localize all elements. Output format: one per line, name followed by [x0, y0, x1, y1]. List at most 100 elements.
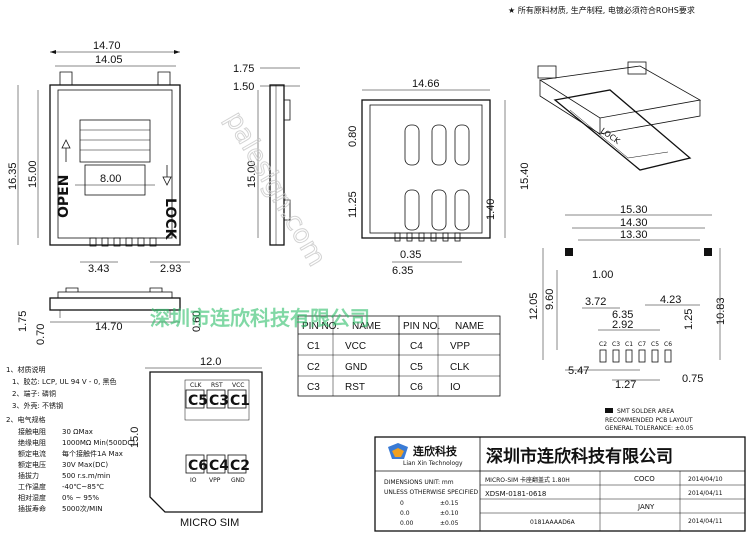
- tolerance-value: ±0.10: [440, 510, 459, 517]
- company-logo: 连欣科技 Lian Xin Technology: [388, 443, 463, 467]
- sim-pad-pin: C4: [209, 458, 229, 474]
- tolerance-key: 0.0: [400, 510, 410, 517]
- pcb-pin-label: C5: [651, 341, 659, 348]
- dim-bottom-w: 14.70: [95, 321, 123, 333]
- dim-pcb-d: 2.92: [612, 319, 633, 331]
- dim-side-t2: 1.50: [233, 81, 254, 93]
- pcb-pin-row: C2 C3 C1 C7 C5 C6: [599, 341, 672, 363]
- spec-value: 30 ΩMax: [62, 428, 93, 436]
- iso-view: LOCK: [537, 61, 702, 171]
- pcb-legend: GENERAL TOLERANCE: ±0.05: [605, 425, 694, 432]
- pin-table-cell: IO: [450, 382, 461, 393]
- dim-back-d: 6.35: [392, 265, 413, 277]
- pcb-pad-tr: [704, 248, 712, 256]
- date: 2014/04/11: [688, 518, 723, 525]
- sim-pad-pin: C5: [188, 393, 208, 409]
- materials-item: 2、端子: 磷铜: [12, 389, 56, 398]
- specs-title: 2、电气规格: [6, 415, 45, 424]
- dim-pcb-w2: 14.30: [620, 217, 648, 229]
- logo-cn: 连欣科技: [413, 444, 458, 458]
- part-number: XDSM-0181-0618: [485, 490, 546, 498]
- dim-pcb-h: 0.75: [682, 373, 703, 385]
- spec-value: 每个接触件1A Max: [62, 449, 123, 458]
- pcb-legend: RECOMMENDED PCB LAYOUT: [605, 417, 693, 424]
- spec-label: 额定电流: [18, 449, 46, 458]
- dim-pcb-b2: 4.23: [660, 294, 681, 306]
- sim-pad-name: RST: [211, 382, 223, 389]
- spec-value: -40℃~85℃: [62, 483, 104, 491]
- dim-back-h: 15.40: [519, 162, 531, 190]
- sim-pad-name: IO: [190, 477, 197, 484]
- pcb-pad: [625, 349, 633, 363]
- spec-value: 30V Max(DC): [62, 461, 108, 469]
- pin-table-header: PIN NO.: [302, 321, 339, 332]
- spec-label: 接触电阻: [18, 427, 46, 436]
- dim-front-center: 8.00: [100, 173, 121, 185]
- dim-side-h2: 11.25: [347, 191, 359, 218]
- sim-pad-pin: C6: [188, 458, 208, 474]
- sim-contact-pad: [227, 389, 247, 409]
- sim-pad-name: VCC: [232, 382, 244, 389]
- pin-table-cell: C4: [410, 341, 423, 352]
- spec-value: 5000次/MIN: [62, 504, 103, 513]
- spec-label: 绝缘电阻: [18, 438, 46, 447]
- dim-pcb-w3: 13.30: [620, 229, 648, 241]
- materials-title: 1、材质说明: [6, 365, 45, 374]
- pcb-pin-label: C3: [612, 341, 620, 348]
- lock-label: LOCK: [162, 198, 178, 241]
- pin-table-cell: C3: [307, 382, 320, 393]
- back-view: 14.66 15.40 0.80 11.25 1.40 0.35 6.35: [347, 78, 531, 277]
- spec-value: 500 r.s.m/min: [62, 472, 110, 480]
- checked-by: JANY: [637, 503, 655, 511]
- dim-side-t1: 1.75: [233, 63, 254, 75]
- sim-contact-pad: [227, 454, 247, 474]
- sim-height: 15.0: [129, 427, 141, 448]
- spec-label: 插拔寿命: [18, 504, 46, 513]
- sim-pad-pin: C3: [209, 393, 229, 409]
- pin-table-cell: C1: [307, 341, 320, 352]
- materials-item: 3、外壳: 不锈钢: [12, 401, 63, 410]
- pcb-pad: [612, 349, 620, 363]
- dim-back-a: 0.80: [347, 126, 359, 147]
- tolerance-key: 0.00: [400, 520, 414, 527]
- sim-pad-name: GND: [231, 477, 245, 484]
- material-spec-notes: 1、材质说明 1、胶芯: LCP, UL 94 V - 0, 黑色 2、端子: …: [6, 365, 135, 513]
- sim-label: MICRO SIM: [180, 517, 239, 529]
- dim-pcb-a2: 3.72: [585, 296, 606, 308]
- tolerance-title: UNLESS OTHERWISE SPECIFIED: [384, 489, 479, 496]
- pcb-pad: [599, 349, 607, 363]
- pin-table-cell: CLK: [450, 362, 470, 373]
- sim-width: 12.0: [200, 356, 221, 368]
- sim-pad-name: CLK: [190, 382, 203, 389]
- spec-label: 相对湿度: [18, 493, 46, 502]
- side-view: 1.75 1.50 15.00: [233, 63, 300, 246]
- materials-item: 1、胶芯: LCP, UL 94 V - 0, 黑色: [12, 377, 117, 386]
- pin-table-header: NAME: [352, 321, 381, 332]
- pcb-pin-label: C2: [599, 341, 607, 348]
- drawn-by: COCO: [634, 475, 655, 483]
- bottom-view: 14.70 1.75 0.70 0.60: [17, 287, 203, 345]
- spec-label: 插拔力: [18, 471, 39, 480]
- pcb-legend: SMT SOLDER AREA: [617, 408, 675, 415]
- dim-pcb-g: 1.27: [615, 379, 636, 391]
- sim-contact-pad: [206, 454, 226, 474]
- spec-value: 1000MΩ Min(500DC): [62, 439, 135, 447]
- pcb-pad: [638, 349, 646, 363]
- date: 2014/04/11: [688, 490, 723, 497]
- dim-front-w-inner: 14.05: [95, 54, 123, 66]
- spec-label: 工作温度: [18, 482, 46, 491]
- pcb-pad: [664, 349, 672, 363]
- dim-pcb-c: 1.25: [683, 309, 695, 330]
- dim-back-b: 1.40: [485, 199, 497, 220]
- dim-pcb-w1: 15.30: [620, 204, 648, 216]
- pcb-pin-label: C7: [638, 341, 646, 348]
- dim-front-h-outer: 16.35: [7, 162, 19, 190]
- spec-value: 0% ~ 95%: [62, 494, 99, 502]
- sim-pad-pin: C2: [230, 458, 250, 474]
- rohs-note: ★ 所有原料材质, 生产制程, 电镀必须符合ROHS要求: [508, 5, 695, 15]
- dim-bottom-a: 1.75: [17, 311, 29, 332]
- pin-table-cell: C2: [307, 362, 320, 373]
- watermark-green: 深圳市连欣科技有限公司: [150, 306, 370, 330]
- dim-front-right: 2.93: [160, 263, 181, 275]
